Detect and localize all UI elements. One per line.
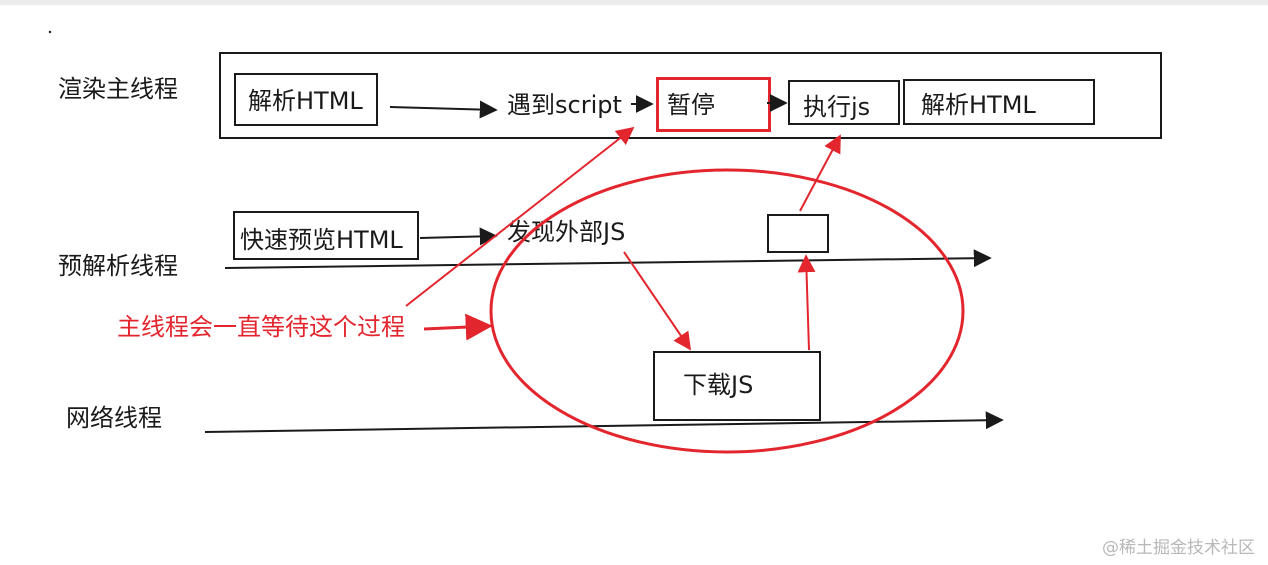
wait-annotation: 主线程会一直等待这个过程 — [117, 313, 405, 341]
empty-step-box — [767, 214, 829, 253]
stray-dot — [48, 30, 52, 34]
watermark: @稀土掘金技术社区 — [1102, 538, 1255, 558]
parse-html-box-2 — [903, 79, 1095, 125]
parse-html-box-1 — [234, 73, 378, 126]
top-divider — [0, 0, 1268, 5]
parse-to-script-arrow — [389, 100, 498, 119]
exec-js-label: 执行js — [803, 93, 871, 121]
meet-script-label: 遇到script — [507, 91, 622, 119]
annotation-to-ellipse-arrow — [423, 313, 493, 341]
render-thread-label: 渲染主线程 — [58, 75, 178, 103]
preparse-timeline-arrow — [224, 249, 992, 269]
waiting-process-ellipse — [489, 168, 965, 454]
exec-js-box — [788, 80, 900, 125]
network-thread-label: 网络线程 — [66, 404, 162, 432]
preparse-thread-label: 预解析线程 — [58, 252, 178, 280]
parse-html-label-1: 解析HTML — [248, 87, 363, 115]
empty-to-exec-arrow — [799, 134, 841, 212]
render-thread-frame — [219, 52, 1162, 139]
download-to-empty-arrow — [797, 254, 816, 351]
pause-label: 暂停 — [667, 91, 715, 119]
parse-html-label-2: 解析HTML — [921, 91, 1036, 119]
download-js-box — [653, 351, 821, 421]
preview-to-find-arrow — [419, 227, 498, 246]
download-js-label: 下载JS — [683, 371, 754, 399]
quick-preview-label: 快速预览HTML — [240, 226, 403, 254]
find-to-download-arrow — [623, 251, 692, 351]
quick-preview-box — [233, 211, 419, 260]
find-js-label: 发现外部JS — [507, 218, 626, 246]
pause-box — [656, 77, 771, 132]
annotation-to-pause-arrow — [405, 126, 635, 307]
